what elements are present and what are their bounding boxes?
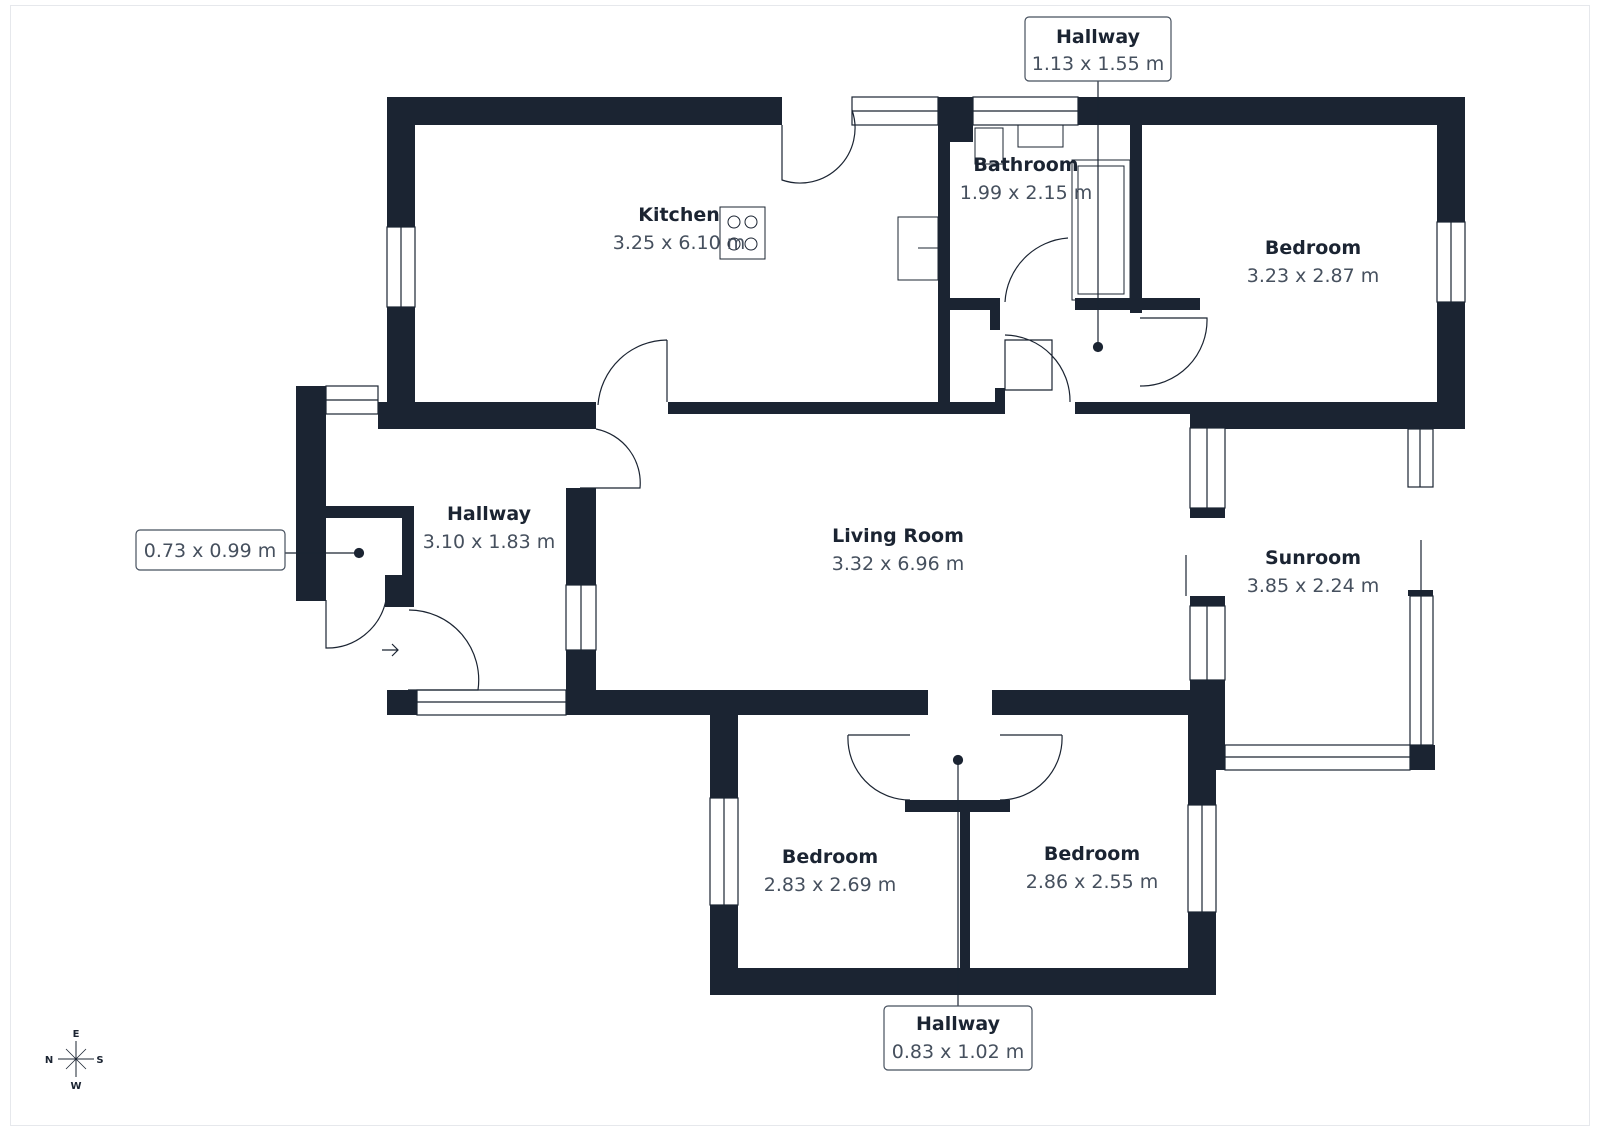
door-bed-top [1139,317,1208,387]
callout-hallway-top-dims: 1.13 x 1.55 m [1032,53,1164,75]
wall-closet-top [326,506,414,518]
wall-bath-top-left [938,97,973,142]
wall-living-right-mid2 [1190,596,1225,606]
room-bedroom-left-dims: 2.83 x 2.69 m [764,874,896,896]
callout-dot-top [1092,341,1104,353]
callout-closet: 0.73 x 0.99 m [135,529,286,571]
wall-bath-bottom [1075,298,1200,310]
room-kitchen-name: Kitchen [638,204,720,226]
callout-dot-closet [353,547,365,559]
compass-north: N [45,1055,53,1066]
room-bedroom-right: Bedroom 2.86 x 2.55 m [1026,843,1158,893]
room-living-room-name: Living Room [832,525,964,547]
wall-bath-top-right [1078,97,1465,125]
wall-living-bottom-left [566,690,928,715]
windows [325,96,1466,913]
room-bathroom: Bathroom 1.99 x 2.15 m [960,154,1092,204]
wall-kitchen-bottom-right [668,402,1004,414]
wall-closet-right2 [385,575,414,607]
room-kitchen: Kitchen 3.25 x 6.10 m [613,204,745,254]
callout-hallway-top-name: Hallway [1056,26,1141,48]
wall-bedrooms-bottom [710,968,1216,995]
fixtures [719,124,1131,301]
room-hallway-left-name: Hallway [447,503,532,525]
room-bedroom-left: Bedroom 2.83 x 2.69 m [764,846,896,896]
wall-living-right-mid [1190,508,1225,518]
basin [1017,124,1064,148]
door-bed-right [999,734,1063,801]
wall-bedrooms-right-lower [1188,912,1216,995]
callout-hallway-bottom-name: Hallway [916,1013,1001,1035]
wall-bedrooms-divider [960,812,970,968]
room-bathroom-dims: 1.99 x 2.15 m [960,182,1092,204]
room-sunroom-name: Sunroom [1265,547,1361,569]
door-sunroom-right [1185,540,1422,596]
wall-kitchen-bottom-left [378,402,596,429]
room-bedroom-top: Bedroom 3.23 x 2.87 m [1247,237,1379,287]
room-living-room-dims: 3.32 x 6.96 m [832,553,964,575]
door-hall-living [580,428,641,489]
wall-kitchen-right [938,97,950,402]
callout-hallway-bottom: Hallway 0.83 x 1.02 m [883,1005,1033,1071]
wall-living-bottom-right [992,690,1225,715]
wall-hall-top-left [296,386,326,414]
callout-closet-dims: 0.73 x 0.99 m [144,540,276,562]
wall-hall-right-upper [566,488,596,585]
door-closet [325,599,387,649]
bath-tub [1071,159,1131,301]
walls [296,97,1465,995]
door-bath-store [1004,334,1071,403]
wall-hall-bottom-left [387,690,417,715]
compass-rose-icon: E N S W [45,1029,104,1092]
wall-living-right-upper [1190,402,1225,428]
doors [325,109,1422,801]
room-living-room: Living Room 3.32 x 6.96 m [832,525,964,575]
door-bed-left [847,734,911,801]
door-front [408,609,480,691]
wall-kitchen-left-upper [387,97,415,227]
door-bath [1004,237,1069,303]
room-hallway-left-dims: 3.10 x 1.83 m [423,531,555,553]
room-bathroom-name: Bathroom [973,154,1078,176]
wall-hall-left [296,386,326,601]
callout-hallway-top: Hallway 1.13 x 1.55 m [1024,16,1172,82]
wall-bed-top-bottom [1190,402,1465,429]
wall-bath-right [1130,125,1142,313]
callout-leaders [285,78,1104,1007]
room-bedroom-top-dims: 3.23 x 2.87 m [1247,265,1379,287]
callout-dot-bottom [952,754,964,766]
wall-bath-inner [938,298,1000,310]
room-sunroom: Sunroom 3.85 x 2.24 m [1247,547,1379,597]
wall-bath-inner-v [990,298,1000,330]
compass-east: E [73,1029,80,1040]
room-bedroom-top-name: Bedroom [1265,237,1361,259]
room-bedroom-right-dims: 2.86 x 2.55 m [1026,871,1158,893]
wall-sunroom-corner [1410,745,1435,770]
hob [719,206,766,260]
wall-bedrooms-left-upper [710,690,738,798]
room-kitchen-dims: 3.25 x 6.10 m [613,232,745,254]
floorplan-sheet [10,5,1590,1126]
wall-kitchen-top [387,97,782,125]
door-kitchen-hall [597,339,668,406]
room-hallway-left: Hallway 3.10 x 1.83 m [423,503,555,553]
wall-bed-top-right-upper [1437,97,1465,222]
door-kitchen-top [781,109,856,184]
wall-bedrooms-right-upper [1188,715,1216,805]
callout-hallway-bottom-dims: 0.83 x 1.02 m [892,1041,1024,1063]
wall-bath-bottom-2 [1075,402,1190,414]
compass-south: S [96,1055,103,1066]
entry-arrow-icon [382,643,399,657]
wall-bath-small [995,388,1005,414]
compass-west: W [70,1081,81,1092]
room-bedroom-right-name: Bedroom [1044,843,1140,865]
toilet [974,127,1004,165]
room-bedroom-left-name: Bedroom [782,846,878,868]
room-sunroom-dims: 3.85 x 2.24 m [1247,575,1379,597]
